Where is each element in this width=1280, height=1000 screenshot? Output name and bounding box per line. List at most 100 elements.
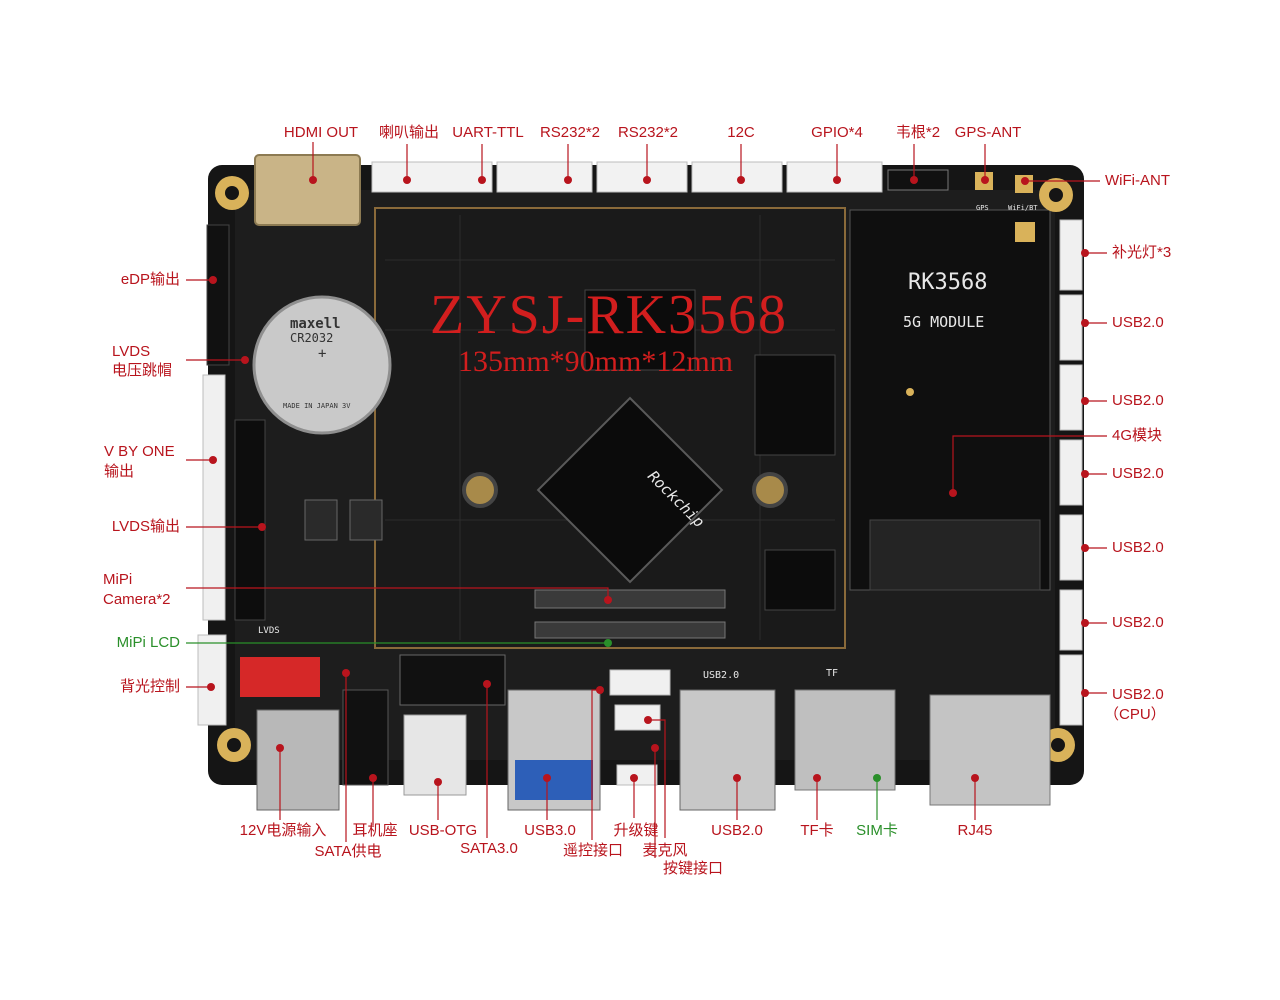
- leader-4g: [952, 435, 1107, 493]
- label-usb-6: USB2.0: [1112, 686, 1164, 703]
- connector-lvds: [234, 419, 266, 621]
- label-remote: 遥控接口: [562, 842, 623, 859]
- 5g-module-slot: [869, 519, 1041, 591]
- label-upgrade-key: 升级键: [613, 822, 659, 839]
- label-usb-2: USB2.0: [1112, 392, 1164, 409]
- label-sata-power: SATA供电: [314, 843, 382, 860]
- dc-power-jack: [256, 709, 340, 811]
- header-uart: [496, 161, 593, 193]
- header-speaker: [371, 161, 493, 193]
- inductor-left: [304, 499, 338, 541]
- connector-red-backlight: [240, 657, 320, 697]
- fpc-mipi-camera: [534, 589, 726, 609]
- battery-model: CR2032: [290, 331, 334, 345]
- soc-chip: [536, 396, 724, 584]
- connector-vbyone: [202, 374, 226, 621]
- header-key: [616, 764, 658, 786]
- ram-chip-right: [754, 354, 836, 456]
- header-usb-4: [1059, 514, 1083, 581]
- label-hdmi-out: HDMI OUT: [283, 124, 359, 141]
- battery-plus: +: [318, 346, 327, 362]
- label-4g-module: 4G模块: [1112, 427, 1163, 444]
- hdmi-connector: [254, 154, 361, 226]
- label-backlight: 背光控制: [119, 678, 180, 695]
- tf-card-slot: [794, 689, 896, 791]
- label-mic: 麦克风: [642, 842, 688, 859]
- label-rs232-b: RS232*2: [617, 124, 679, 141]
- label-uart-ttl: UART-TTL: [452, 124, 524, 141]
- fpc-mipi-lcd: [534, 621, 726, 639]
- silk-usb20: USB2.0: [703, 670, 740, 681]
- rj45-port: [929, 694, 1051, 806]
- header-edp: [206, 224, 230, 366]
- label-usb3: USB3.0: [524, 822, 576, 839]
- label-rs232-a: RS232*2: [539, 124, 601, 141]
- label-vbyone-1: V BY ONE: [104, 443, 175, 460]
- label-sim-card: SIM卡: [856, 822, 898, 839]
- battery-origin: MADE IN JAPAN 3V: [283, 402, 351, 410]
- emmc-chip: [764, 549, 836, 611]
- label-mipi-cam-1: MiPi: [103, 571, 133, 588]
- standoff-right: [752, 472, 788, 508]
- label-edp-out: eDP输出: [120, 271, 180, 288]
- battery-brand: maxell: [290, 316, 341, 332]
- label-speaker-out: 喇叭输出: [378, 124, 439, 141]
- silk-lvds: LVDS: [258, 626, 280, 636]
- coin-battery: [252, 295, 392, 435]
- board-dimensions: 135mm*90mm*12mm: [458, 345, 734, 378]
- label-fill-light: 补光灯*3: [1112, 244, 1172, 261]
- header-upgrade: [614, 704, 661, 731]
- header-i2c: [691, 161, 783, 193]
- label-mipi-cam-2: Camera*2: [103, 591, 171, 608]
- usb3-port-blue: [515, 760, 593, 800]
- label-usb-3: USB2.0: [1112, 465, 1164, 482]
- label-usb-4: USB2.0: [1112, 539, 1164, 556]
- label-usb-1: USB2.0: [1112, 314, 1164, 331]
- label-wifi-ant: WiFi-ANT: [1105, 172, 1170, 189]
- inductor-right: [349, 499, 383, 541]
- standoff-left: [462, 472, 498, 508]
- sata-connector: [399, 654, 506, 706]
- header-usb-1: [1059, 294, 1083, 361]
- label-rj45: RJ45: [957, 822, 993, 839]
- silk-tf: TF: [826, 668, 839, 679]
- module-sub: 5G MODULE: [903, 313, 985, 331]
- label-gps-ant: GPS-ANT: [954, 124, 1022, 141]
- label-wiegand: 韦根*2: [895, 124, 941, 141]
- header-remote: [609, 669, 671, 696]
- label-usb-otg: USB-OTG: [408, 822, 478, 839]
- 5g-module-led: [906, 388, 914, 396]
- label-tf-card: TF卡: [800, 822, 834, 839]
- label-12v-power: 12V电源输入: [239, 822, 327, 839]
- usb2-double-port: [679, 689, 776, 811]
- ram-chip-top: [584, 289, 696, 371]
- header-rs232-a: [596, 161, 688, 193]
- label-lvds-jumper-2: 电压跳帽: [112, 362, 173, 379]
- header-usb-2: [1059, 364, 1083, 431]
- label-headphone: 耳机座: [352, 822, 398, 839]
- label-lvds-jumper-1: LVDS: [112, 343, 151, 360]
- header-backlight: [197, 634, 227, 726]
- label-mipi-lcd: MiPi LCD: [116, 634, 180, 651]
- silk-wifi: WiFi/BT: [1008, 204, 1038, 212]
- leader-mic: [648, 719, 666, 838]
- label-vbyone-2: 输出: [104, 463, 135, 480]
- header-usb-3: [1059, 439, 1083, 506]
- label-usb-5: USB2.0: [1112, 614, 1164, 631]
- label-gpio: GPIO*4: [811, 124, 863, 141]
- header-usb-5: [1059, 589, 1083, 651]
- label-usb-cpu: （CPU）: [1104, 706, 1166, 723]
- label-usb20: USB2.0: [711, 822, 763, 839]
- module-name: RK3568: [908, 270, 988, 295]
- headphone-jack: [342, 689, 389, 786]
- label-sata3: SATA3.0: [460, 840, 518, 857]
- 4g-ant-connector: [1015, 222, 1035, 242]
- header-fill-light: [1059, 219, 1083, 291]
- board-title: ZYSJ-RK3568: [430, 284, 789, 346]
- header-usb-cpu: [1059, 654, 1083, 726]
- label-lvds-out: LVDS输出: [111, 518, 180, 535]
- label-i2c: 12C: [727, 124, 755, 141]
- label-key-port: 按键接口: [662, 860, 723, 877]
